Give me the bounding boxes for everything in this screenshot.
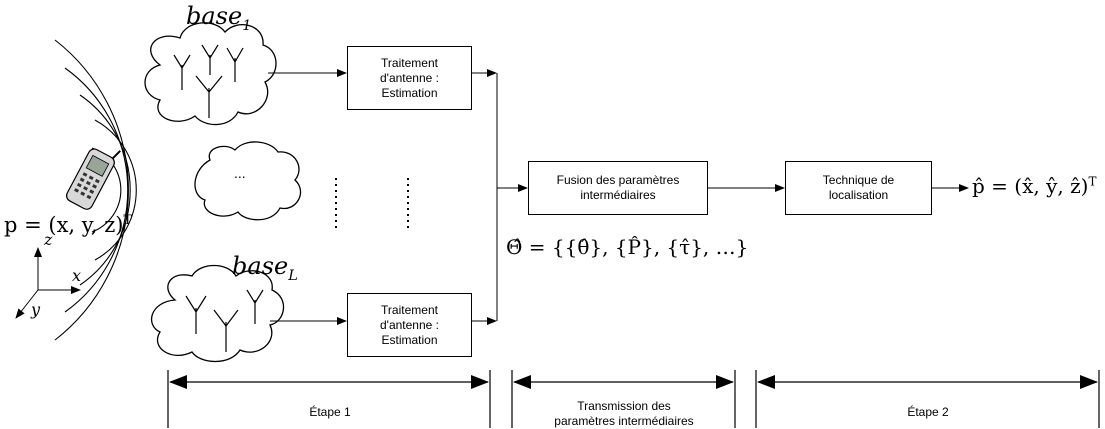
block-line: Fusion des paramètres xyxy=(556,173,680,187)
vertical-ellipsis xyxy=(335,178,409,232)
antenna-processing-block-top: Traitement d'antenne : Estimation xyxy=(347,46,472,110)
block-line: Traitement xyxy=(381,302,438,317)
position-transpose: T xyxy=(123,212,132,227)
block-line: Estimation xyxy=(381,85,438,100)
middle-cloud-ellipsis: ... xyxy=(234,165,246,181)
transmission-line-1: Transmission des xyxy=(577,399,671,413)
base-top-label: base1 xyxy=(186,2,252,34)
estimate-vector: p̂ = (x̂, ŷ, ẑ)T xyxy=(972,174,1097,198)
fusion-block: Fusion des paramètres intermédiaires xyxy=(528,161,708,215)
transmission-label: Transmission des paramètres intermédiair… xyxy=(524,399,724,429)
coordinate-axes xyxy=(15,247,81,319)
signal-arrows xyxy=(268,69,347,325)
base-station-cloud-top xyxy=(144,22,277,126)
block-line: Technique de xyxy=(822,173,895,187)
base-bottom-subscript: L xyxy=(288,267,298,284)
stage-2-label: Étape 2 xyxy=(907,405,949,419)
block-line: intermédiaires xyxy=(580,188,656,202)
base-station-cloud-middle xyxy=(194,141,302,221)
intermediate-parameters-set: Θ̂ = {{θ̂}, {P̂}, {τ̂}, …} xyxy=(506,235,749,259)
axis-z-label: z xyxy=(44,230,53,249)
block-line: Estimation xyxy=(381,332,438,347)
mobile-phone-icon xyxy=(66,148,121,210)
block-line: Traitement xyxy=(381,55,438,70)
estimate-transpose: T xyxy=(1088,174,1097,189)
block-line: d'antenne : xyxy=(379,70,439,85)
stage-1-label: Étape 1 xyxy=(309,405,351,419)
localisation-technique-block: Technique de localisation xyxy=(785,161,932,215)
axis-x-label: x xyxy=(72,266,82,285)
base-station-cloud-bottom xyxy=(151,264,285,363)
position-vector: p = (x, y, z)T xyxy=(4,212,132,237)
block-line: d'antenne : xyxy=(379,317,439,332)
stage-dimension-lines xyxy=(167,370,1100,428)
block-line: localisation xyxy=(828,188,889,202)
combining-bracket xyxy=(472,69,969,325)
transmission-line-2: paramètres intermédiaires xyxy=(554,414,694,428)
axis-y-label: y xyxy=(31,300,41,319)
base-top-subscript: 1 xyxy=(242,17,252,34)
radio-waves xyxy=(54,39,137,341)
antenna-processing-block-bottom: Traitement d'antenne : Estimation xyxy=(347,293,472,357)
base-bottom-label: baseL xyxy=(232,252,298,284)
